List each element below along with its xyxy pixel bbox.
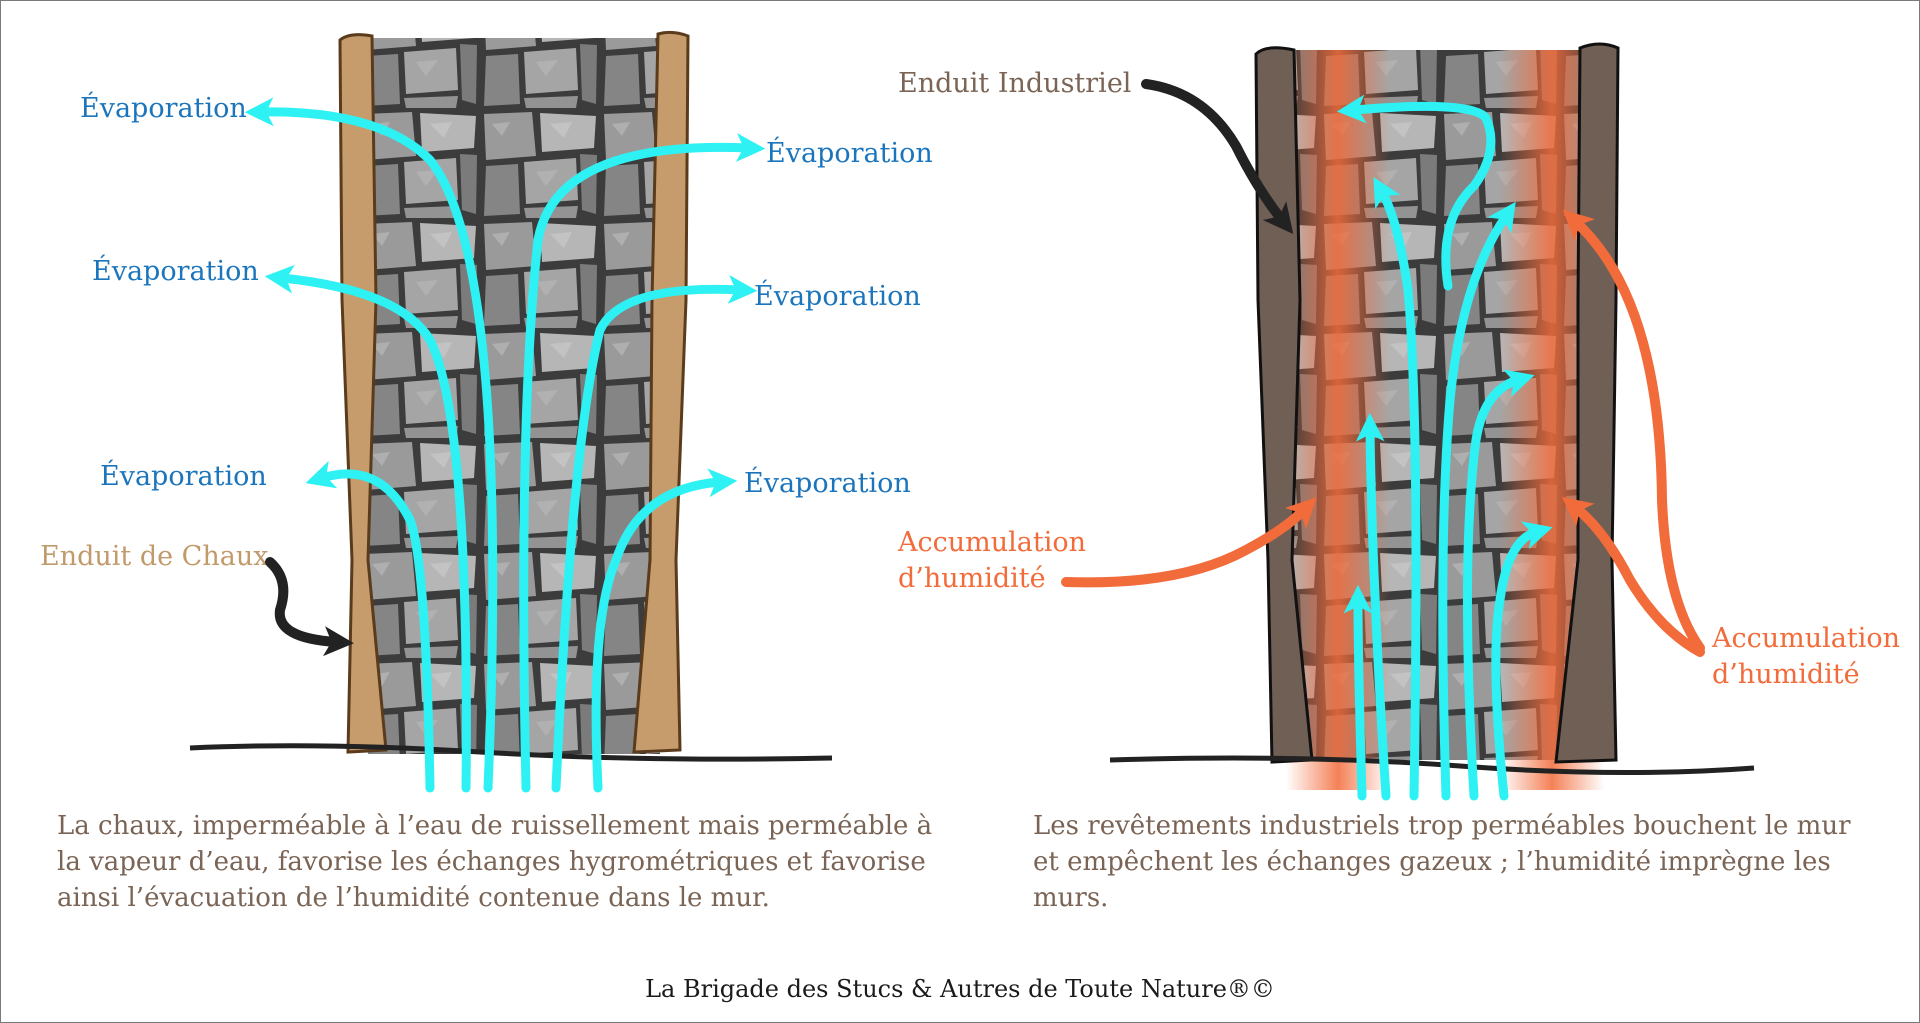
humidity-pointer-right-upper: [1562, 209, 1705, 653]
evaporation-arrow: [244, 97, 498, 793]
evaporation-label: Évaporation: [744, 466, 911, 499]
right-ground-line: [1109, 755, 1755, 776]
evaporation-arrow: [305, 460, 435, 793]
left-wall-stones: [368, 38, 660, 754]
evaporation-arrow: [551, 275, 758, 793]
caption-line: La chaux, imperméable à l’eau de ruissel…: [57, 811, 933, 841]
caption-line: la vapeur d’eau, favorise les échanges h…: [57, 847, 926, 877]
evaporation-arrow: [519, 133, 766, 793]
trapped-moisture-arrow: [1491, 521, 1553, 801]
humidity-pointer-right-lower: [1561, 496, 1705, 657]
caption-line: Les revêtements industriels trop perméab…: [1033, 811, 1851, 841]
caption-line: murs.: [1033, 883, 1109, 913]
accumulation-line: d’humidité: [898, 563, 1046, 594]
evaporation-label: Évaporation: [100, 459, 267, 492]
left-lime-plaster-inner: [632, 30, 690, 754]
evaporation-label: Évaporation: [766, 136, 933, 169]
right-labels: Enduit Industriel Accumulation d’humidit…: [897, 68, 1909, 690]
left-wall: [189, 30, 833, 762]
caption-line: et empêchent les échanges gazeux ; l’hum…: [1033, 847, 1831, 877]
accumulation-line: d’humidité: [1712, 659, 1860, 690]
industrial-plaster-label: Enduit Industriel: [898, 68, 1131, 99]
left-labels: Évaporation Évaporation Évaporation Évap…: [40, 91, 933, 657]
evaporation-label: Évaporation: [754, 279, 921, 312]
evaporation-label: Évaporation: [80, 91, 247, 124]
trapped-moisture-arrow: [1438, 201, 1516, 801]
lime-plaster-label: Enduit de Chaux: [40, 541, 268, 572]
left-lime-plaster-outer: [338, 33, 388, 754]
trapped-moisture-arrow: [1343, 584, 1373, 801]
accumulation-label-right: Accumulation d’humidité: [1711, 623, 1909, 690]
trapped-moisture-arrow: [1373, 176, 1421, 801]
trapped-moisture-arrow: [1336, 94, 1496, 291]
accumulation-line: Accumulation: [897, 527, 1086, 558]
accumulation-line: Accumulation: [1711, 623, 1900, 654]
left-evaporation-arrows: [244, 97, 766, 793]
lime-plaster-pointer: [265, 557, 354, 657]
right-industrial-plaster-inner: [1554, 42, 1620, 764]
industrial-plaster-pointer: [1141, 79, 1294, 235]
left-ground-line: [189, 743, 833, 762]
evaporation-arrow: [591, 468, 738, 793]
humidity-pointer-left: [1061, 497, 1317, 588]
right-trapped-arrows: [1336, 94, 1553, 801]
left-caption: La chaux, imperméable à l’eau de ruissel…: [57, 808, 957, 916]
footer-credit: La Brigade des Stucs & Autres de Toute N…: [645, 975, 1275, 1003]
wall-diagram: Évaporation Évaporation Évaporation Évap…: [40, 30, 1909, 801]
right-caption: Les revêtements industriels trop perméab…: [1033, 808, 1893, 916]
caption-line: ainsi l’évacuation de l’humidité contenu…: [57, 883, 770, 913]
trapped-moisture-arrow: [1355, 412, 1391, 801]
evaporation-label: Évaporation: [92, 254, 259, 287]
accumulation-label-left: Accumulation d’humidité: [897, 527, 1095, 594]
trapped-moisture-arrow: [1462, 369, 1535, 801]
evaporation-arrow: [264, 264, 471, 793]
